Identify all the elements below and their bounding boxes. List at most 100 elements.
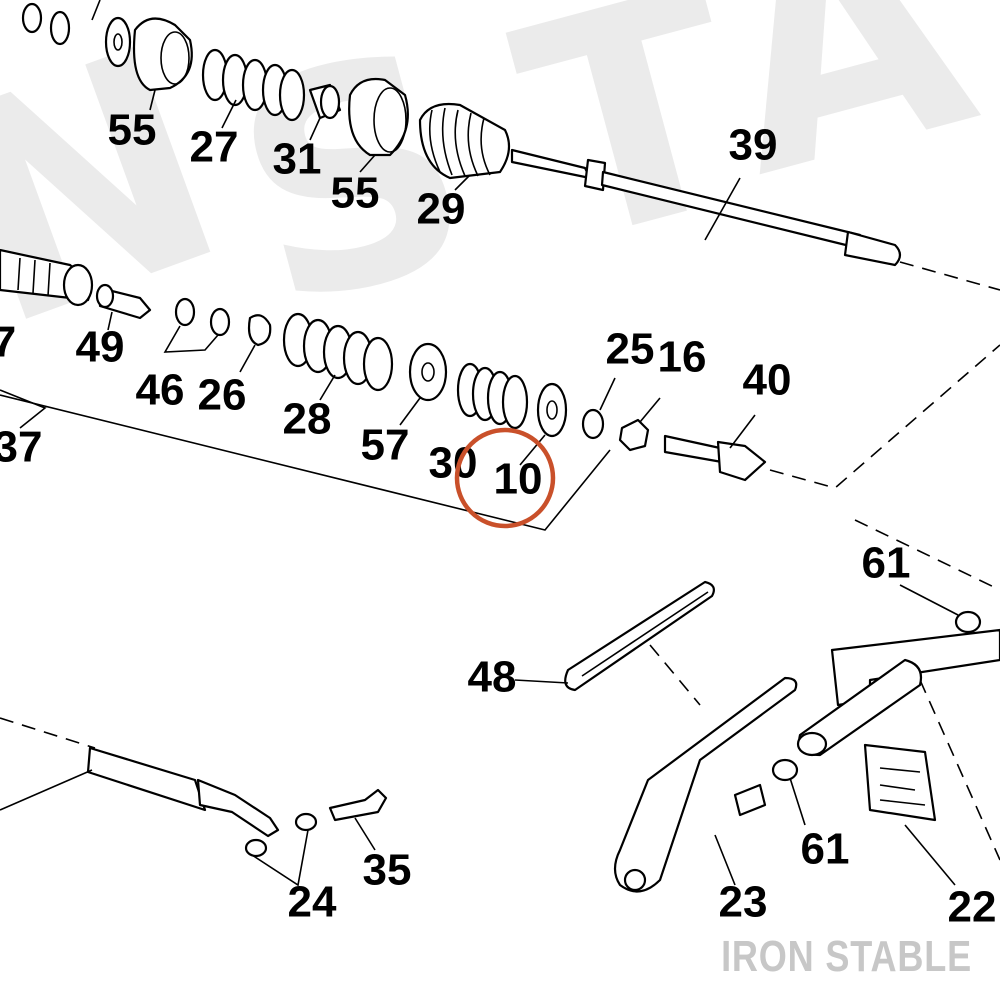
- warning-label-part: [863, 743, 937, 822]
- callout-label: 61: [862, 539, 911, 588]
- bushing-part: [771, 758, 799, 782]
- bushing-end: [319, 84, 341, 120]
- upper-assembly: [21, 0, 902, 267]
- washer-part: [408, 342, 448, 402]
- leader-line: [714, 834, 736, 886]
- leader-line: [899, 584, 959, 616]
- cylinder-end: [62, 263, 94, 307]
- center-line-right: [854, 519, 1000, 591]
- leader-line: [0, 389, 47, 429]
- leader-line: [91, 0, 101, 21]
- callout-label: 28: [283, 395, 332, 444]
- lower-left-assembly: [86, 746, 388, 858]
- callout-label: 31: [273, 135, 322, 184]
- leader-line: [0, 769, 93, 811]
- washer-part: [104, 16, 132, 68]
- warning-label-lines: [879, 767, 926, 806]
- leader-line: [704, 177, 741, 241]
- center-line-brake-line: [0, 717, 96, 749]
- spring-part: [201, 48, 306, 122]
- callout-label: 61: [801, 825, 850, 874]
- callout-label: 48: [468, 653, 517, 702]
- callout-label: 29: [417, 185, 466, 234]
- o-ring-part: [174, 297, 196, 327]
- rod-collar: [583, 158, 607, 192]
- leader-line: [519, 434, 546, 466]
- small-washer-part: [581, 408, 605, 440]
- spring-part: [282, 312, 394, 392]
- leader-line: [399, 397, 421, 426]
- center-line-mid: [769, 344, 1000, 489]
- callout-label: 46: [136, 366, 185, 415]
- bushing-part: [954, 610, 982, 634]
- center-line-footboard: [649, 644, 701, 706]
- leader-line: [319, 374, 336, 401]
- crush-washer-part: [294, 812, 318, 832]
- leader-lines: [0, 89, 959, 887]
- leader-line: [107, 311, 113, 331]
- middle-assembly: [0, 248, 767, 482]
- callout-label: 55: [108, 106, 157, 155]
- callout-label: 40: [743, 356, 792, 405]
- crush-washer-part: [244, 838, 268, 858]
- clip-part: [247, 314, 272, 347]
- brake-line-part: [86, 746, 207, 812]
- washer-hole: [113, 33, 123, 51]
- lever-hole: [623, 868, 647, 892]
- boot-ribs: [428, 107, 491, 177]
- callout-label: 35: [363, 846, 412, 895]
- leader-line: [239, 344, 256, 373]
- washer-hole: [421, 362, 435, 382]
- leader-line: [454, 174, 471, 191]
- leader-line: [639, 397, 661, 423]
- callout-label: 25: [606, 325, 655, 374]
- callout-label: 24: [288, 878, 337, 927]
- leader-line: [309, 117, 321, 141]
- nut-part: [618, 418, 650, 452]
- center-line-upper: [899, 261, 1000, 291]
- leader-line: [599, 377, 616, 411]
- leader-line: [904, 824, 956, 886]
- callout-label: 7: [0, 318, 16, 367]
- callout-label: 55: [331, 169, 380, 218]
- leader-line: [221, 99, 237, 129]
- leader-line: [251, 829, 309, 887]
- leader-line: [149, 89, 156, 111]
- leader-line: [354, 817, 376, 851]
- lower-assembly: [564, 580, 1000, 893]
- callout-labels: 55 27 31 55 29 39 7 49 46 26 28 57 30 10…: [0, 106, 996, 932]
- bolt-thread: [663, 434, 724, 464]
- callout-label: 37: [0, 423, 42, 472]
- leader-line: [163, 325, 219, 353]
- callout-label: 22: [948, 883, 997, 932]
- banjo-bolt-part: [328, 788, 388, 822]
- snap-ring-part: [21, 2, 43, 34]
- callout-label-highlighted: 10: [494, 455, 543, 504]
- cylinder-ribs: [17, 257, 51, 297]
- brake-lever-part: [613, 676, 798, 893]
- rod-end: [843, 230, 902, 267]
- center-lines: [0, 261, 1000, 861]
- boot-part: [456, 362, 529, 430]
- lever-pivot: [733, 783, 767, 817]
- washer-hole: [546, 400, 558, 420]
- callout-label: 16: [658, 333, 707, 382]
- snap-ring-part: [49, 10, 71, 46]
- center-line-bracket: [919, 679, 1000, 861]
- washer-part: [536, 382, 568, 438]
- callout-label: 49: [76, 323, 125, 372]
- callout-label: 39: [729, 121, 778, 170]
- footboard-pad-part: [564, 580, 715, 692]
- leader-line: [514, 679, 569, 684]
- callout-label: 27: [190, 123, 239, 172]
- callout-label: 26: [198, 371, 247, 420]
- o-ring-part: [209, 307, 231, 337]
- footboard-pad-edge: [581, 591, 709, 677]
- leader-line: [359, 154, 376, 173]
- leader-line: [729, 414, 756, 449]
- leader-line: [789, 777, 806, 826]
- pin-head: [95, 283, 115, 309]
- brake-line-fitting: [196, 778, 280, 838]
- pivot-shaft-end: [796, 731, 828, 757]
